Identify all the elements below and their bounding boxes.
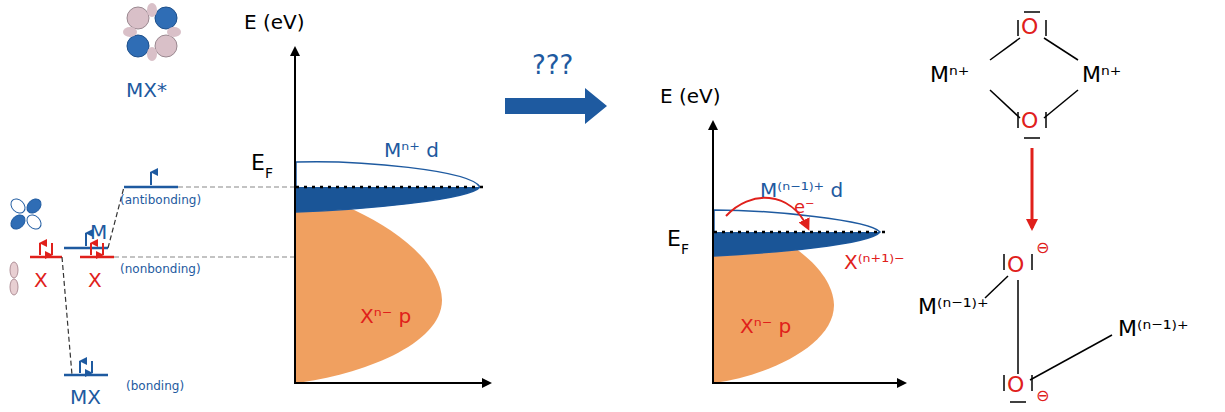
metal-atom: M⁽ⁿ⁻¹⁾⁺ bbox=[918, 296, 989, 318]
orbital-label: MX* bbox=[126, 80, 167, 100]
fermi-subscript: F bbox=[681, 242, 689, 256]
orbital-note: (antibonding) bbox=[120, 194, 201, 206]
fermi-subscript: F bbox=[265, 166, 273, 180]
transition-arrow bbox=[505, 88, 607, 124]
axis-label: E (eV) bbox=[660, 86, 721, 106]
orbital-label: MX bbox=[70, 387, 101, 407]
metal-atom: M⁽ⁿ⁻¹⁾⁺ bbox=[1118, 318, 1189, 340]
p-orbital-icon bbox=[10, 262, 18, 295]
band-label: M⁽ⁿ⁻¹⁾⁺ d bbox=[760, 180, 843, 200]
reaction-arrow bbox=[1031, 148, 1034, 228]
band-label: Mⁿ⁺ d bbox=[384, 140, 439, 160]
orbital-note: (bonding) bbox=[126, 380, 184, 392]
band-label: Xⁿ⁻ p bbox=[360, 306, 411, 326]
orbital-label: X bbox=[34, 270, 48, 290]
correlation-lines bbox=[62, 187, 295, 375]
band-diagram-left bbox=[294, 48, 490, 384]
oxygen-atom: O bbox=[1021, 16, 1038, 38]
orbital-label: M bbox=[90, 222, 107, 242]
metal-atom: Mⁿ⁺ bbox=[1082, 64, 1121, 86]
band-diagram-right bbox=[712, 122, 905, 384]
charge-sign: ⊖ bbox=[1036, 388, 1049, 404]
orbital-label: X bbox=[88, 270, 102, 290]
d-orbital-icon bbox=[8, 196, 44, 232]
oxygen-atom: O bbox=[1007, 374, 1024, 396]
oxygen-atom: O bbox=[1021, 110, 1038, 132]
orbital-note: (nonbonding) bbox=[120, 263, 201, 275]
axis-label: E (eV) bbox=[244, 12, 305, 32]
electron-label: e⁻ bbox=[794, 198, 815, 216]
charge-sign: ⊖ bbox=[1036, 240, 1049, 256]
fermi-label: E bbox=[667, 228, 681, 250]
band-label: Xⁿ⁻ p bbox=[740, 316, 791, 336]
metal-atom: Mⁿ⁺ bbox=[930, 64, 969, 86]
fermi-label: E bbox=[251, 152, 265, 174]
oxygen-atom: O bbox=[1007, 254, 1024, 276]
d-orbital-icon bbox=[123, 3, 181, 61]
question-label: ??? bbox=[532, 52, 573, 78]
band-label: X⁽ⁿ⁺¹⁾⁻ bbox=[844, 252, 905, 272]
